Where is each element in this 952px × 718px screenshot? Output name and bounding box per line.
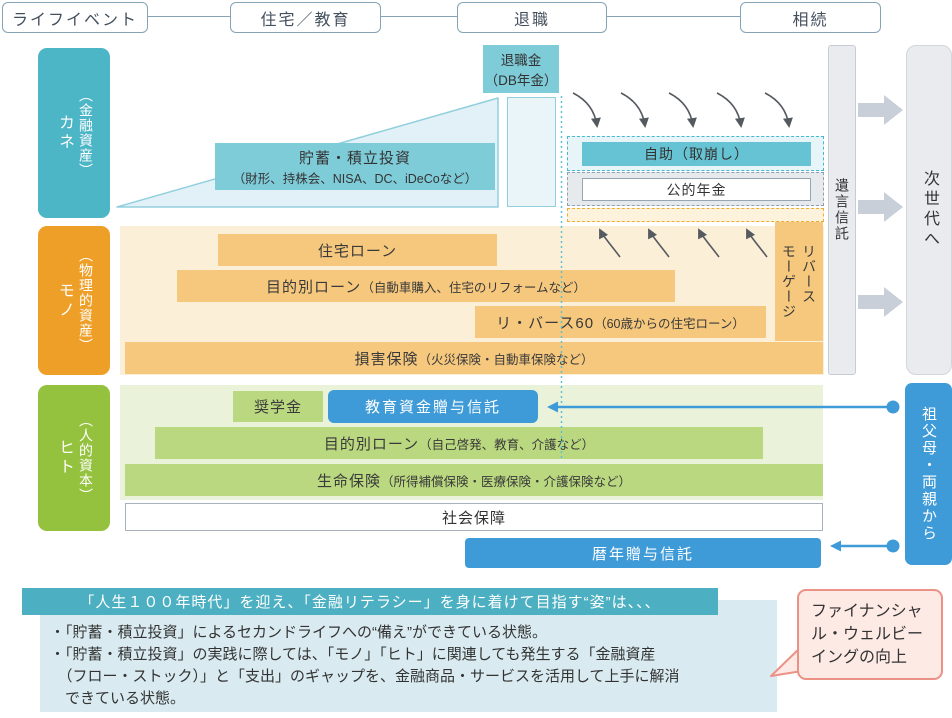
timeline-connector xyxy=(148,16,230,17)
life-insurance-bar: 生命保険 （所得補償保険・医療保険・介護保険など） xyxy=(125,464,823,496)
row-label-money: カネ （金融資産） xyxy=(38,48,110,218)
reverse-mortgage-box: リバース モーゲージ xyxy=(775,222,823,341)
social-security-bar: 社会保障 xyxy=(125,503,823,531)
timeline-label: 退職 xyxy=(513,11,550,29)
row-label-people-sub: （人的資本） xyxy=(78,413,94,503)
bar-sublabel: （所得補償保険・医療保険・介護保険など） xyxy=(381,474,632,489)
financial-wellbeing-callout: ファイナンシャル・ウェルビーイングの向上 xyxy=(797,589,943,680)
purpose-loan-hito-bar: 目的別ローン （自己啓発、教育、介護など） xyxy=(155,427,763,459)
savings-investment-bar: 貯蓄・積立投資 （財形、持株会、NISA、DC、iDeCoなど） xyxy=(215,143,495,190)
will-trust-box: 遺言信託 xyxy=(828,45,856,375)
timeline-box-life-event: ライフイベント xyxy=(2,2,148,33)
self-help-bar: 自助（取崩し） xyxy=(582,142,811,166)
retirement-allowance-box: 退職金 （DB年金） xyxy=(483,45,559,93)
reverse60-bar: リ・バース60 （60歳からの住宅ローン） xyxy=(475,306,766,338)
calendar-gift-trust-label: 暦年贈与信託 xyxy=(591,545,694,563)
gift-arrow-dot xyxy=(886,539,900,553)
row-label-things-main: モノ xyxy=(56,281,73,320)
bar-label: 損害保険 xyxy=(354,350,419,368)
timeline-connector xyxy=(607,16,740,17)
will-trust-label: 遺言信託 xyxy=(834,178,850,242)
timeline-label: ライフイベント xyxy=(11,11,138,29)
reverse-mortgage-label: リバース モーゲージ xyxy=(781,244,817,319)
bar-label: 目的別ローン xyxy=(323,435,420,453)
reverse-mortgage-inflow-dashed-strip xyxy=(567,208,824,222)
housing-loan-bar: 住宅ローン xyxy=(218,234,497,266)
timeline-label: 住宅／教育 xyxy=(260,11,351,29)
summary-title: 「人生１００年時代」を迎え、「金融リテラシー」を身に着けて目指す“姿”は、、、 xyxy=(79,594,661,611)
next-generation-arrows xyxy=(858,95,903,317)
social-security-label: 社会保障 xyxy=(441,509,506,527)
bar-sublabel: （自動車購入、住宅のリフォームなど） xyxy=(361,280,586,295)
casualty-insurance-bar: 損害保険 （火災保険・自動車保険など） xyxy=(125,342,823,374)
timeline-connector xyxy=(381,16,457,17)
timeline-box-retirement: 退職 xyxy=(457,2,607,33)
row-label-money-main: カネ xyxy=(56,114,73,152)
asset-peak-bar xyxy=(507,97,556,207)
bar-label: リ・バース60 xyxy=(496,314,595,332)
summary-body: ・「貯蓄・積立投資」によるセカンドライフへの“備え”ができている状態。 ・「貯蓄… xyxy=(50,624,680,707)
bar-sublabel: （60歳からの住宅ローン） xyxy=(594,316,745,331)
public-pension-label: 公的年金 xyxy=(666,181,727,198)
next-generation-box: 次世代へ xyxy=(906,45,952,375)
financial-wellbeing-text: ファイナンシャル・ウェルビーイングの向上 xyxy=(811,603,924,666)
purpose-loan-mono-bar: 目的別ローン （自動車購入、住宅のリフォームなど） xyxy=(177,270,675,302)
grandparents-parents-label: 祖父母・両親から xyxy=(920,406,937,542)
self-help-label: 自助（取崩し） xyxy=(644,146,749,162)
savings-subtitle: （財形、持株会、NISA、DC、iDeCoなど） xyxy=(232,171,478,186)
bar-label: 生命保険 xyxy=(316,472,381,490)
bar-label: 住宅ローン xyxy=(317,242,398,260)
grandparents-parents-box: 祖父母・両親から xyxy=(905,383,952,565)
bar-label: 目的別ローン xyxy=(266,278,362,296)
row-label-people: ヒト （人的資本） xyxy=(38,385,110,531)
gift-arrow-dot xyxy=(886,400,900,414)
row-label-things: モノ （物理的資産） xyxy=(38,226,110,375)
public-pension-bar: 公的年金 xyxy=(582,178,811,201)
scholarship-bar: 奨学金 xyxy=(233,391,323,422)
education-gift-trust-bar: 教育資金贈与信託 xyxy=(328,390,538,423)
retirement-allowance-line2: （DB年金） xyxy=(484,73,558,88)
row-label-people-main: ヒト xyxy=(56,439,73,477)
timeline-box-housing-education: 住宅／教育 xyxy=(230,2,381,33)
calendar-gift-trust-bar: 暦年贈与信託 xyxy=(465,538,821,568)
retirement-allowance-line1: 退職金 xyxy=(500,53,542,68)
bar-sublabel: （自己啓発、教育、介護など） xyxy=(419,437,595,452)
timeline-label: 相続 xyxy=(792,11,829,29)
summary-title-bar: 「人生１００年時代」を迎え、「金融リテラシー」を身に着けて目指す“姿”は、、、 xyxy=(22,588,718,615)
summary-panel xyxy=(40,600,777,712)
drawdown-arrows xyxy=(572,92,793,128)
bar-sublabel: （火災保険・自動車保険など） xyxy=(418,352,594,367)
row-label-things-sub: （物理的資産） xyxy=(78,248,94,353)
bar-label: 奨学金 xyxy=(253,399,302,416)
savings-title: 貯蓄・積立投資 xyxy=(298,149,411,167)
next-generation-label: 次世代へ xyxy=(921,170,938,250)
row-label-money-sub: （金融資産） xyxy=(78,88,94,178)
education-gift-trust-label: 教育資金贈与信託 xyxy=(364,399,501,416)
timeline-box-inheritance: 相続 xyxy=(740,2,881,33)
